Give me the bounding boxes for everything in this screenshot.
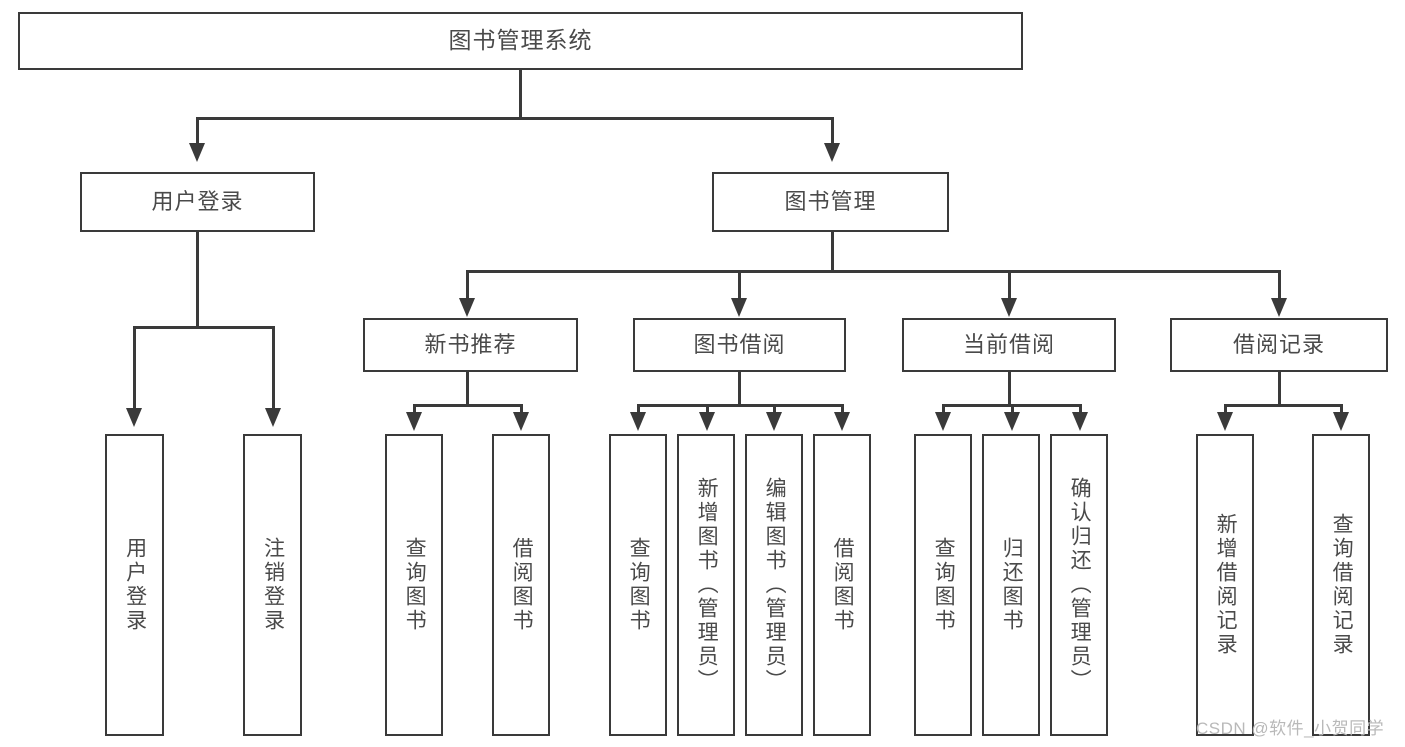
arrow-bb-to-leaf-1: [630, 412, 646, 431]
node-user-login[interactable]: 用户登录: [80, 172, 315, 232]
edge-user-login-bus: [133, 326, 275, 329]
edge-bm-to-book-borrow: [738, 270, 741, 300]
leaf-user-login[interactable]: 用户登录: [105, 434, 164, 736]
arrow-bm-to-borrow-record: [1271, 298, 1287, 317]
leaf-return-book[interactable]: 归还图书: [982, 434, 1040, 736]
leaf-query-book-1[interactable]: 查询图书: [385, 434, 443, 736]
leaf-add-book[interactable]: 新增图书（管理员）: [677, 434, 735, 736]
arrow-bm-to-new-book: [459, 298, 475, 317]
arrow-cb-to-leaf-2: [1004, 412, 1020, 431]
edge-br-to-leaf-1: [1224, 404, 1227, 416]
arrow-bb-to-leaf-3: [766, 412, 782, 431]
edge-bm-to-new-book: [466, 270, 469, 300]
leaf-borrow-book-2[interactable]: 借阅图书: [813, 434, 871, 736]
leaf-edit-book[interactable]: 编辑图书（管理员）: [745, 434, 803, 736]
leaf-query-book-2[interactable]: 查询图书: [609, 434, 667, 736]
arrow-bb-to-leaf-4: [834, 412, 850, 431]
edge-cb-to-leaf-3: [1079, 404, 1082, 416]
arrow-cb-to-leaf-3: [1072, 412, 1088, 431]
edge-root-stem: [519, 70, 522, 118]
node-root-system[interactable]: 图书管理系统: [18, 12, 1023, 70]
node-book-management[interactable]: 图书管理: [712, 172, 949, 232]
arrow-new-book-to-leaf-2: [513, 412, 529, 431]
edge-bb-to-leaf-2: [706, 404, 709, 416]
edge-new-book-to-leaf-2: [520, 404, 523, 416]
edge-user-login-stem: [196, 232, 199, 328]
edge-book-borrow-bus: [637, 404, 844, 407]
arrow-bm-to-book-borrow: [731, 298, 747, 317]
arrow-bm-to-current-borrow: [1001, 298, 1017, 317]
arrow-root-to-user-login: [189, 143, 205, 162]
edge-new-book-to-leaf-1: [413, 404, 416, 416]
leaf-add-record[interactable]: 新增借阅记录: [1196, 434, 1254, 736]
edge-bm-to-current-borrow: [1008, 270, 1011, 300]
arrow-cb-to-leaf-1: [935, 412, 951, 431]
edge-new-book-stem: [466, 372, 469, 406]
leaf-logout-login[interactable]: 注销登录: [243, 434, 302, 736]
leaf-confirm-return[interactable]: 确认归还（管理员）: [1050, 434, 1108, 736]
edge-root-to-book-management: [831, 117, 834, 145]
edge-bb-to-leaf-4: [841, 404, 844, 416]
node-borrow-record[interactable]: 借阅记录: [1170, 318, 1388, 372]
edge-br-to-leaf-2: [1340, 404, 1343, 416]
edge-new-book-bus: [413, 404, 523, 407]
arrow-root-to-book-management: [824, 143, 840, 162]
arrow-user-login-to-leaf-1: [126, 408, 142, 427]
edge-borrow-record-bus: [1224, 404, 1342, 407]
edge-current-borrow-stem: [1008, 372, 1011, 406]
edge-book-borrow-stem: [738, 372, 741, 406]
edge-borrow-record-stem: [1278, 372, 1281, 406]
edge-cb-to-leaf-2: [1011, 404, 1014, 416]
arrow-user-login-to-leaf-2: [265, 408, 281, 427]
leaf-borrow-book-1[interactable]: 借阅图书: [492, 434, 550, 736]
arrow-br-to-leaf-1: [1217, 412, 1233, 431]
edge-root-to-user-login: [196, 117, 199, 145]
edge-root-bus: [196, 117, 834, 120]
leaf-query-record[interactable]: 查询借阅记录: [1312, 434, 1370, 736]
edge-bm-to-borrow-record: [1278, 270, 1281, 300]
leaf-query-book-3[interactable]: 查询图书: [914, 434, 972, 736]
arrow-new-book-to-leaf-1: [406, 412, 422, 431]
arrow-bb-to-leaf-2: [699, 412, 715, 431]
edge-user-login-to-leaf-2: [272, 326, 275, 410]
edge-cb-to-leaf-1: [942, 404, 945, 416]
edge-bb-to-leaf-1: [637, 404, 640, 416]
edge-book-management-bus: [466, 270, 1281, 273]
arrow-br-to-leaf-2: [1333, 412, 1349, 431]
edge-user-login-to-leaf-1: [133, 326, 136, 410]
node-book-borrow[interactable]: 图书借阅: [633, 318, 846, 372]
edge-book-management-stem: [831, 232, 834, 272]
edge-bb-to-leaf-3: [773, 404, 776, 416]
node-current-borrow[interactable]: 当前借阅: [902, 318, 1116, 372]
node-new-book-recommend[interactable]: 新书推荐: [363, 318, 578, 372]
